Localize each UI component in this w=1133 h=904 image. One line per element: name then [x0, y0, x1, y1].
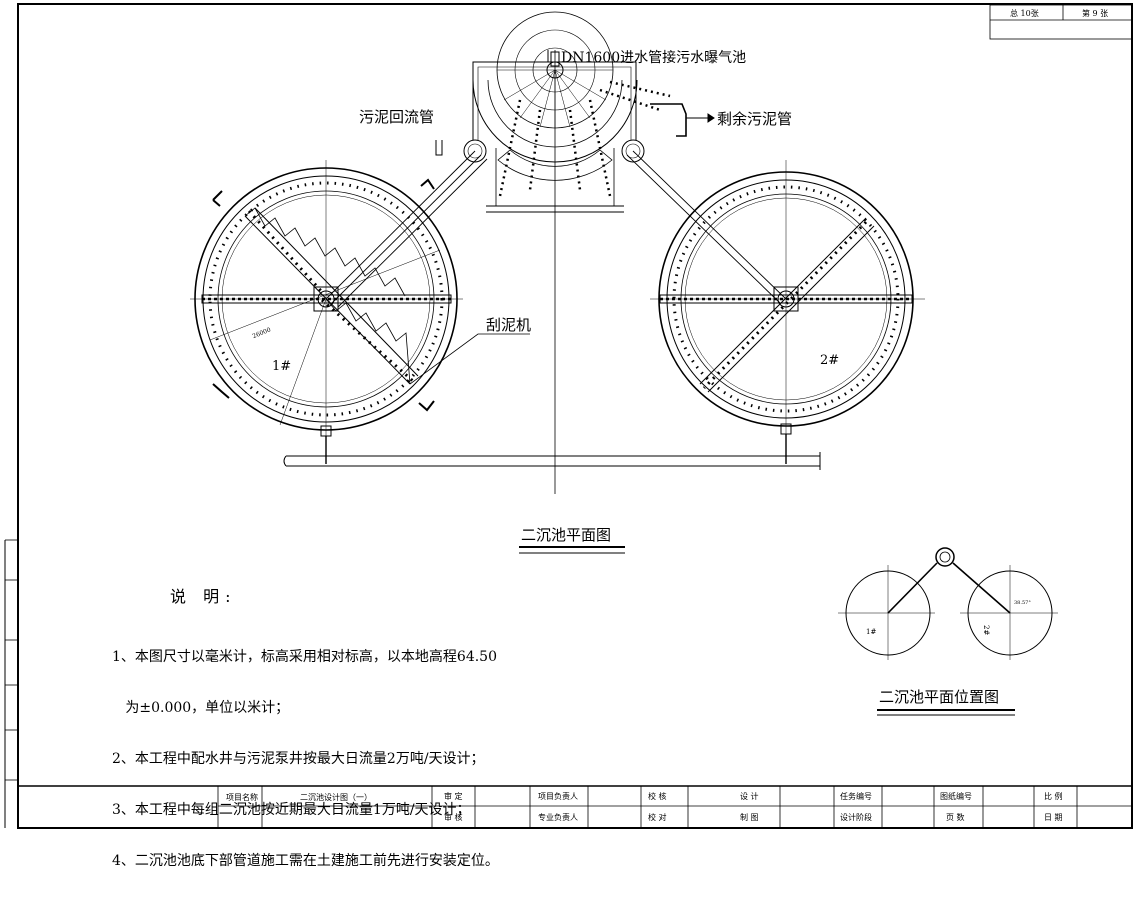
section-marks-tank-1 — [212, 178, 435, 412]
inset-tank-2: 2# — [982, 625, 990, 635]
title-block — [18, 785, 1132, 828]
tank-2-label: 2# — [820, 353, 839, 368]
tank-1-scraper — [244, 207, 419, 385]
sheet-current: 第 9 张 — [1082, 8, 1108, 18]
inlet-label: DN1600进水管接污水曝气池 — [561, 49, 746, 66]
excess-sludge-pipe — [650, 103, 687, 137]
tb-date: 日 期 — [1044, 813, 1063, 822]
pump-wells — [463, 139, 645, 163]
inlet-pipe — [547, 50, 560, 67]
notes-lines: 1、本图尺寸以毫米计，标高采用相对标高，以本地高程64.50 为±0.000，单… — [112, 615, 499, 904]
location-inset — [838, 547, 1058, 660]
tb-proof: 校 对 — [648, 812, 667, 822]
tb-approve: 审 定 — [444, 791, 463, 801]
tank-1-label: 1# — [272, 359, 291, 374]
tb-discipline-lead: 专业负责人 — [538, 812, 578, 822]
sheet-counter: 总 10张 第 9 张 — [989, 4, 1133, 40]
bottom-drain-pipe — [283, 452, 821, 470]
inset-tank-1: 1# — [866, 628, 876, 636]
note-line: 3、本工程中每组二沉池按近期最大日流量1万吨/天设计； — [112, 802, 471, 818]
tb-check: 校 核 — [648, 791, 667, 801]
return-sludge-pipe — [435, 140, 443, 156]
tb-review: 审 核 — [444, 812, 463, 822]
excess-sludge-arrow — [686, 113, 715, 123]
tb-task-no: 任务编号 — [840, 791, 872, 801]
scraper-label: 刮泥机 — [486, 316, 531, 334]
excess-sludge-label: 剩余污泥管 — [717, 110, 792, 128]
plan-title: 二沉池平面图 — [521, 526, 611, 544]
title-block-text: 项目名称 二沉池设计图（一） 审 定 审 核 项目负责人 专业负责人 校 核 校… — [226, 791, 1063, 822]
note-line: 4、二沉池池底下部管道施工需在土建施工前先进行安装定位。 — [112, 853, 499, 869]
tb-project-lead: 项目负责人 — [538, 791, 578, 801]
tb-scale: 比 例 — [1044, 791, 1063, 801]
note-line: 1、本图尺寸以毫米计，标高采用相对标高，以本地高程64.50 — [112, 649, 497, 665]
inset-angle: 38.57° — [1014, 600, 1031, 606]
distribution-well — [472, 11, 671, 213]
tank-1-diameter: 26000 — [252, 326, 272, 340]
location-title: 二沉池平面位置图 — [879, 688, 999, 706]
tank-2-scraper — [699, 217, 875, 393]
tb-design: 设 计 — [740, 791, 759, 801]
left-binding-ticks — [5, 539, 18, 781]
sheet-total: 总 10张 — [1010, 8, 1039, 18]
notes-heading: 说 明: — [170, 587, 237, 606]
tb-project-name-label: 项目名称 — [226, 792, 258, 802]
tb-draw: 制 图 — [740, 812, 759, 822]
tb-drawing-no: 图纸编号 — [940, 791, 972, 801]
tank-1 — [190, 160, 463, 464]
note-line: 为±0.000，单位以米计； — [112, 700, 290, 716]
tb-project-name: 二沉池设计图（一） — [300, 792, 372, 802]
tb-design-stage: 设计阶段 — [840, 812, 872, 822]
sheet-border — [17, 3, 1133, 829]
tank-2 — [650, 160, 925, 464]
tb-page-count: 页 数 — [946, 812, 965, 822]
drawing-sheet: 总 10张 第 9 张 1# 26 — [4, 3, 1133, 829]
scraper-leader — [409, 333, 530, 385]
connecting-pipes — [325, 150, 787, 308]
return-sludge-label: 污泥回流管 — [359, 108, 434, 126]
note-line: 2、本工程中配水井与污泥泵井按最大日流量2万吨/天设计； — [112, 751, 485, 767]
design-notes: 说 明: 1、本图尺寸以毫米计，标高采用相对标高，以本地高程64.50 为±0.… — [112, 588, 499, 869]
